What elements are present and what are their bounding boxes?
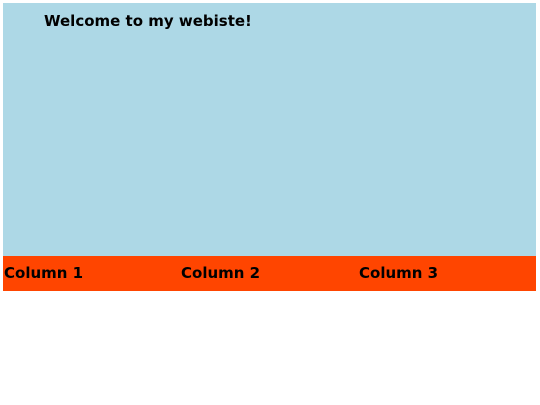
- column-1: Column 1: [4, 264, 84, 282]
- column-3: Column 3: [359, 264, 439, 282]
- hero-title: Welcome to my webiste!: [44, 12, 252, 30]
- columns-bar: Column 1 Column 2 Column 3: [3, 256, 536, 291]
- column-2: Column 2: [181, 264, 261, 282]
- hero-section: Welcome to my webiste!: [3, 3, 536, 256]
